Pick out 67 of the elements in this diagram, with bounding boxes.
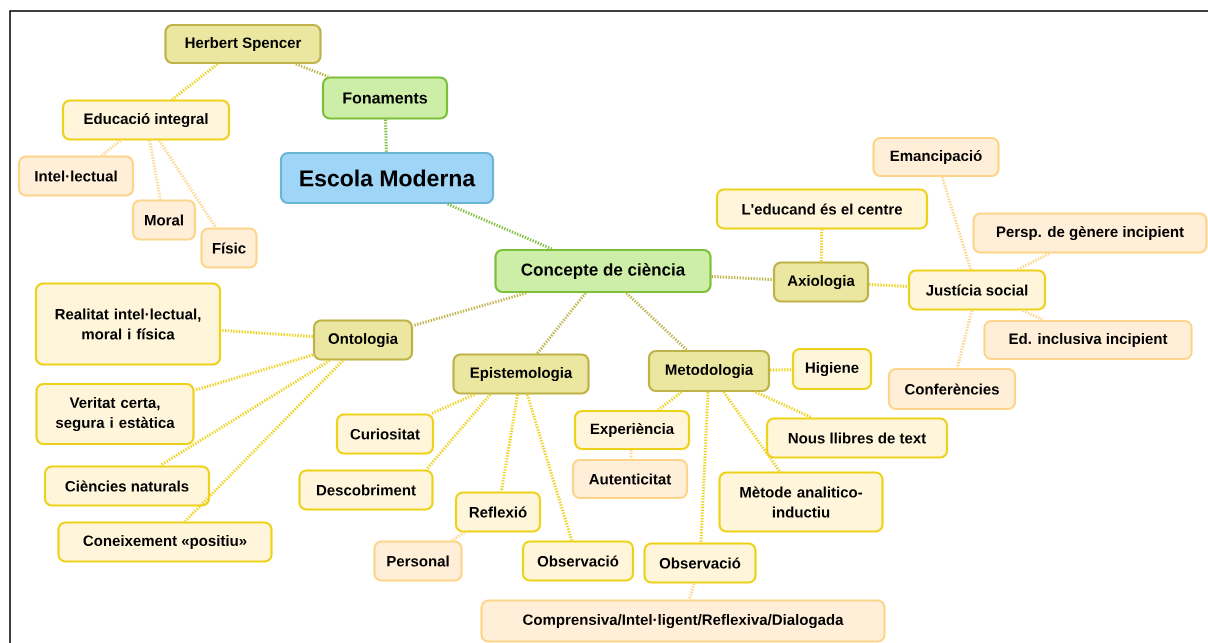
topic-box: Comprensiva/Intel·ligent/Reflexiva/Dialogada bbox=[480, 599, 886, 643]
topic-box: Realitat intel·lectual, moral i física bbox=[34, 282, 222, 366]
connector-line bbox=[194, 353, 314, 392]
topic-box: Higiene bbox=[791, 347, 873, 391]
connector-line bbox=[295, 62, 329, 78]
connector-line bbox=[755, 390, 813, 419]
connector-line bbox=[450, 531, 466, 542]
topic-box: Ciències naturals bbox=[43, 465, 211, 507]
connector-line bbox=[384, 119, 388, 152]
connector-line bbox=[171, 62, 219, 101]
topic-box: Autenticitat bbox=[571, 458, 689, 500]
topic-box: Axiologia bbox=[772, 261, 870, 303]
connector-line bbox=[159, 359, 331, 467]
topic-box: Metodologia bbox=[647, 349, 771, 393]
topic-box: Moral bbox=[131, 199, 197, 241]
topic-box: Personal bbox=[373, 540, 463, 582]
connector-line bbox=[431, 393, 475, 415]
connector-line bbox=[158, 139, 217, 229]
topic-box: Nous llibres de text bbox=[765, 417, 949, 459]
topic-box: Mètode analitico-inductiu bbox=[718, 471, 884, 533]
connector-line bbox=[1017, 252, 1050, 271]
topic-box: Persp. de gènere incipient bbox=[972, 212, 1208, 254]
connector-line bbox=[819, 229, 824, 262]
connector-line bbox=[221, 328, 313, 339]
topic-box: Intel·lectual bbox=[17, 155, 135, 197]
topic-box: Físic bbox=[200, 227, 258, 269]
topic-box: Justícia social bbox=[907, 269, 1047, 311]
connector-line bbox=[629, 450, 633, 459]
connector-line bbox=[412, 291, 527, 328]
topic-box: Reflexió bbox=[454, 491, 542, 533]
connector-line bbox=[711, 275, 773, 282]
connector-line bbox=[499, 394, 520, 492]
topic-box: Experiència bbox=[573, 409, 691, 451]
topic-box: Veritat certa, segura i estàtica bbox=[35, 382, 195, 446]
connector-line bbox=[148, 140, 162, 200]
topic-box: Ed. inclusiva incipient bbox=[983, 319, 1193, 361]
topic-box: Fonaments bbox=[321, 76, 449, 120]
topic-box: Ontologia bbox=[312, 319, 414, 361]
topic-box: Observació bbox=[521, 540, 635, 582]
topic-box: Herbert Spencer bbox=[164, 23, 322, 65]
topic-box: Epistemologia bbox=[452, 353, 590, 395]
topic-box: Coneixement «positiu» bbox=[57, 521, 273, 563]
connector-line bbox=[687, 583, 696, 600]
topic-box: Conferències bbox=[887, 367, 1017, 411]
topic-box: Emancipació bbox=[872, 136, 1000, 178]
connector-line bbox=[1022, 309, 1045, 322]
connector-line bbox=[940, 176, 973, 270]
connector-line bbox=[869, 282, 908, 288]
connector-line bbox=[525, 394, 574, 541]
connector-line bbox=[722, 391, 781, 473]
connector-line bbox=[425, 393, 492, 471]
connector-line bbox=[447, 202, 553, 251]
connector-line bbox=[100, 139, 122, 157]
topic-box: L'educand és el centre bbox=[715, 188, 929, 230]
topic-box: Curiositat bbox=[335, 413, 435, 455]
topic-box: Descobriment bbox=[298, 469, 434, 511]
connector-line bbox=[536, 292, 587, 355]
connector-line bbox=[770, 368, 792, 372]
connector-line bbox=[955, 310, 974, 369]
topic-box: Educació integral bbox=[61, 99, 231, 141]
connector-line bbox=[625, 292, 688, 351]
topic-box: Observació bbox=[643, 542, 757, 584]
topic-box: Escola Moderna bbox=[279, 151, 495, 205]
topic-box: Concepte de ciència bbox=[494, 248, 712, 294]
connector-line bbox=[184, 359, 344, 523]
connector-line bbox=[657, 390, 683, 412]
connector-line bbox=[699, 392, 710, 543]
